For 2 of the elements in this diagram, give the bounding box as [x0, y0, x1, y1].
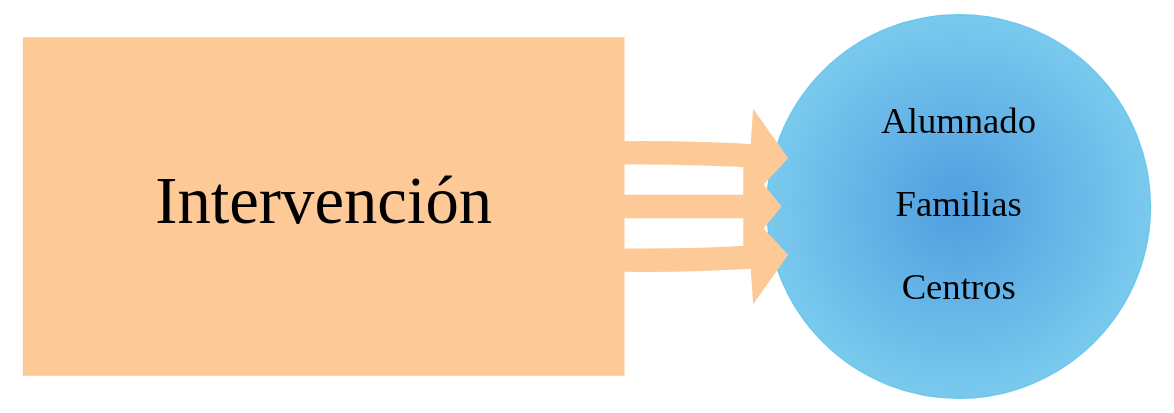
- node-box: Intervención: [22, 37, 625, 376]
- node-circle: Alumnado Familias Centros: [766, 14, 1152, 399]
